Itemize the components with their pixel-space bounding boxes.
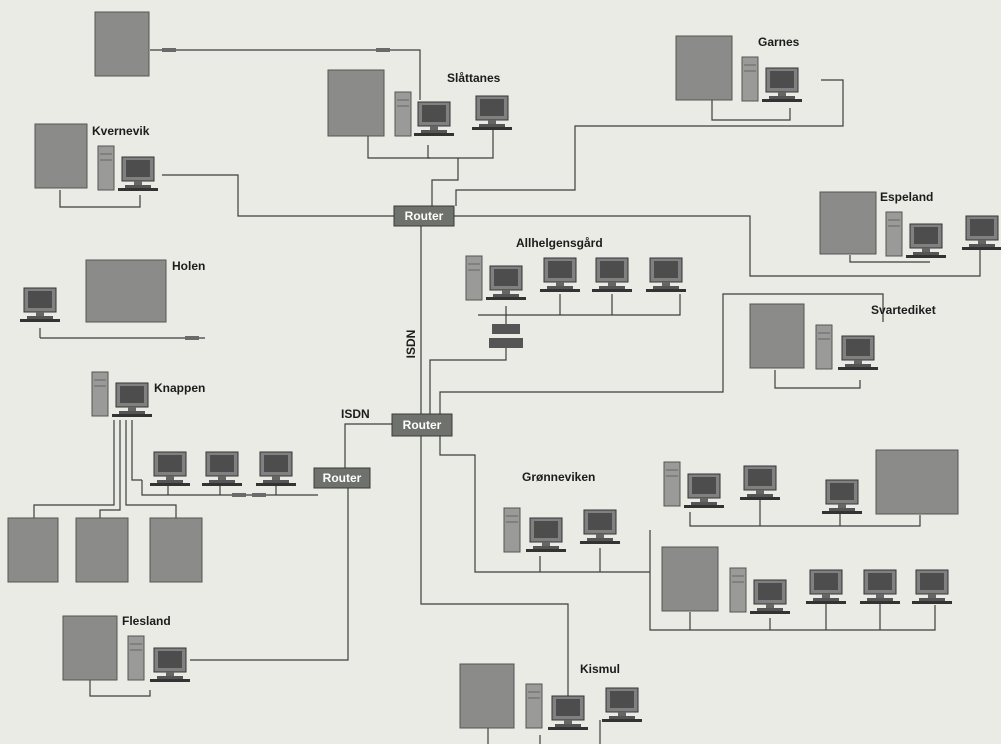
- tower-icon: [525, 683, 543, 729]
- site-label-holen: Holen: [172, 259, 205, 273]
- server-cabinet: [749, 303, 805, 369]
- workstation-icon: [683, 473, 725, 509]
- router-left-label: Router: [323, 471, 362, 485]
- workstation-icon: [579, 509, 621, 545]
- server-cabinet: [62, 615, 118, 681]
- site-label-flesland: Flesland: [122, 614, 171, 628]
- workstation-icon: [525, 517, 567, 553]
- server-cabinet: [149, 517, 203, 583]
- devices: [7, 11, 1001, 731]
- tower-icon: [729, 567, 747, 613]
- site-label-espeland: Espeland: [880, 190, 933, 204]
- workstation-icon: [111, 382, 153, 418]
- workstation-icon: [149, 647, 191, 683]
- tower-icon: [127, 635, 145, 681]
- tower-icon: [97, 145, 115, 191]
- site-label-kvernevik: Kvernevik: [92, 124, 150, 138]
- workstation-icon: [761, 67, 803, 103]
- site-label-slattanes: Slåttanes: [447, 71, 501, 85]
- tower-icon: [394, 91, 412, 137]
- workstation-icon: [905, 223, 947, 259]
- workstation-icon: [19, 287, 61, 323]
- tower-icon: [885, 211, 903, 257]
- workstation-icon: [805, 569, 847, 605]
- isdn-vertical-label: ISDN: [404, 330, 418, 359]
- router-left: Router: [313, 467, 371, 489]
- workstation-icon: [911, 569, 953, 605]
- workstation-icon: [859, 569, 901, 605]
- router-top: Router: [393, 205, 455, 227]
- site-label-gronneviken: Grønneviken: [522, 470, 595, 484]
- server-cabinet: [875, 449, 959, 515]
- workstation-icon: [591, 257, 633, 293]
- router-top-label: Router: [405, 209, 444, 223]
- server-cabinet: [459, 663, 515, 729]
- server-cabinet: [75, 517, 129, 583]
- isdn-horizontal-label: ISDN: [341, 407, 370, 421]
- tower-icon: [741, 56, 759, 102]
- server-cabinet: [327, 69, 385, 137]
- workstation-icon: [837, 335, 879, 371]
- server-cabinet: [34, 123, 88, 189]
- server-cabinet: [85, 259, 167, 323]
- workstation-icon: [255, 451, 297, 487]
- server-cabinet: [7, 517, 59, 583]
- workstation-icon: [201, 451, 243, 487]
- tower-icon: [815, 324, 833, 370]
- site-label-kismul: Kismul: [580, 662, 620, 676]
- site-label-knappen: Knappen: [154, 381, 205, 395]
- router-middle: Router: [391, 413, 453, 437]
- tower-icon: [465, 255, 483, 301]
- site-label-svartediket: Svartediket: [871, 303, 936, 317]
- workstation-icon: [961, 215, 1001, 251]
- server-cabinet: [94, 11, 150, 77]
- workstation-icon: [547, 695, 589, 731]
- workstation-icon: [117, 156, 159, 192]
- workstation-icon: [739, 465, 781, 501]
- tower-icon: [503, 507, 521, 553]
- server-cabinet: [675, 35, 733, 101]
- workstation-icon: [149, 451, 191, 487]
- workstation-icon: [601, 687, 643, 723]
- workstation-icon: [645, 257, 687, 293]
- tower-icon: [663, 461, 681, 507]
- site-label-garnes: Garnes: [758, 35, 800, 49]
- tower-icon: [91, 371, 109, 417]
- workstation-icon: [485, 265, 527, 301]
- workstation-icon: [471, 95, 513, 131]
- server-cabinet: [819, 191, 877, 255]
- modem: [492, 324, 520, 334]
- workstation-icon: [413, 101, 455, 137]
- network-wires: [33, 48, 981, 744]
- workstation-icon: [749, 579, 791, 615]
- modem: [489, 338, 523, 348]
- workstation-icon: [821, 479, 863, 515]
- workstation-icon: [539, 257, 581, 293]
- server-cabinet: [661, 546, 719, 612]
- router-middle-label: Router: [403, 418, 442, 432]
- site-label-allhelgensgard: Allhelgensgård: [516, 236, 603, 250]
